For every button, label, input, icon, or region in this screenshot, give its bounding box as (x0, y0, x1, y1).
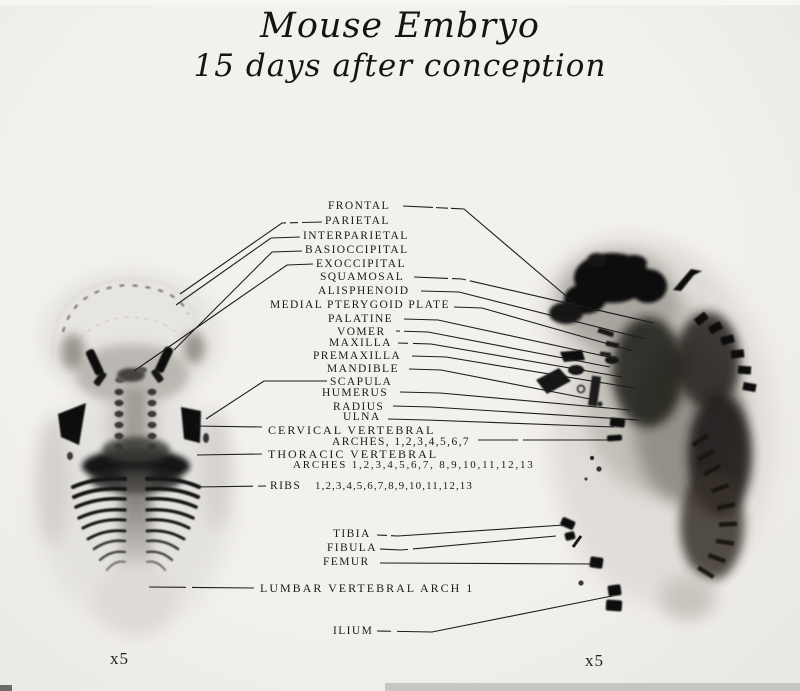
label-premaxilla: PREMAXILLA (313, 350, 402, 362)
label-thoracic-arches-numbers: ARCHES 1,2,3,4,5,6,7, 8,9,10,11,12,13 (293, 459, 535, 471)
label-interparietal: INTERPARIETAL (303, 230, 409, 242)
magnification-right: x5 (585, 651, 604, 670)
skull-ossifications (549, 253, 667, 324)
label-ribs: RIBS (270, 480, 302, 492)
scan-corner-mark (0, 685, 12, 691)
leader-scapula (205, 380, 327, 420)
label-cervical-vertebral: CERVICAL VERTEBRAL (268, 423, 436, 437)
label-exoccipital: EXOCCIPITAL (316, 258, 406, 270)
leader-vomer (395, 330, 611, 368)
label-humerus: HUMERUS (322, 387, 389, 399)
label-scapula: SCAPULA (330, 376, 393, 388)
leader-premaxilla (411, 355, 635, 389)
label-femur: FEMUR (323, 556, 370, 568)
label-frontal: FRONTAL (328, 200, 390, 212)
label-vomer: VOMER (337, 326, 386, 338)
rib-streaks (691, 433, 738, 579)
leader-interparietal (175, 236, 301, 306)
label-ilium: ILIUM (333, 625, 374, 637)
title-line-1: Mouse Embryo (260, 6, 540, 46)
label-cervical-arches-numbers: ARCHES, 1,2,3,4,5,6,7 (332, 436, 471, 448)
right-embryo-specimen (536, 238, 774, 620)
leader-palatine (403, 318, 619, 360)
label-lumbar-vertebral-arch: LUMBAR VERTEBRAL ARCH 1 (260, 581, 475, 595)
leader-cervical-left (193, 425, 263, 428)
leader-exoccipital (133, 263, 314, 372)
leader-femur (379, 562, 597, 565)
left-embryo-specimen (36, 268, 232, 635)
leader-frontal (402, 205, 580, 308)
label-radius: RADIUS (333, 401, 385, 413)
leader-ribs (195, 485, 267, 488)
leader-thoracic (196, 453, 263, 456)
leader-medial-pterygoid (453, 306, 634, 352)
leader-fibula (379, 535, 557, 551)
label-ulna: ULNA (343, 411, 381, 423)
leader-lumbar (148, 586, 255, 589)
label-ribs-numbers: 1,2,3,4,5,6,7,8,9,10,11,12,13 (315, 480, 473, 492)
label-palatine: PALATINE (328, 313, 394, 325)
label-alisphenoid: ALISPHENOID (318, 285, 410, 297)
scan-edge-bottom (385, 683, 800, 691)
leader-parietal (179, 221, 323, 295)
title-line-2: 15 days after conception (193, 48, 607, 85)
leader-alisphenoid (420, 290, 646, 340)
leader-tibia (376, 524, 565, 537)
label-basioccipital: BASIOCCIPITAL (305, 244, 409, 256)
leader-maxilla (397, 342, 623, 378)
label-tibia: TIBIA (333, 528, 371, 540)
limb-bones (560, 417, 626, 612)
label-thoracic-vertebral: THORACIC VERTEBRAL (268, 447, 439, 461)
leader-radius (392, 405, 640, 421)
leader-ilium (376, 595, 613, 633)
leader-basioccipital (173, 250, 303, 351)
label-mandible: MANDIBLE (327, 363, 399, 375)
leader-humerus (399, 391, 631, 411)
label-parietal: PARIETAL (325, 215, 390, 227)
leader-squamosal (413, 276, 655, 324)
leader-mandible (408, 368, 591, 400)
scan-edge-top (0, 0, 800, 5)
label-medial-pterygoid-plate: MEDIAL PTERYGOID PLATE (270, 299, 450, 311)
label-squamosal: SQUAMOSAL (320, 271, 405, 283)
label-maxilla: MAXILLA (329, 337, 392, 349)
leader-lines (133, 205, 655, 633)
rib-cage (71, 476, 201, 571)
leader-ulna (387, 418, 615, 428)
figure-title: Mouse Embryo 15 days after conception (0, 6, 800, 85)
label-fibula: FIBULA (327, 542, 377, 554)
vertebral-column (693, 311, 757, 393)
magnification-left: x5 (110, 649, 129, 668)
